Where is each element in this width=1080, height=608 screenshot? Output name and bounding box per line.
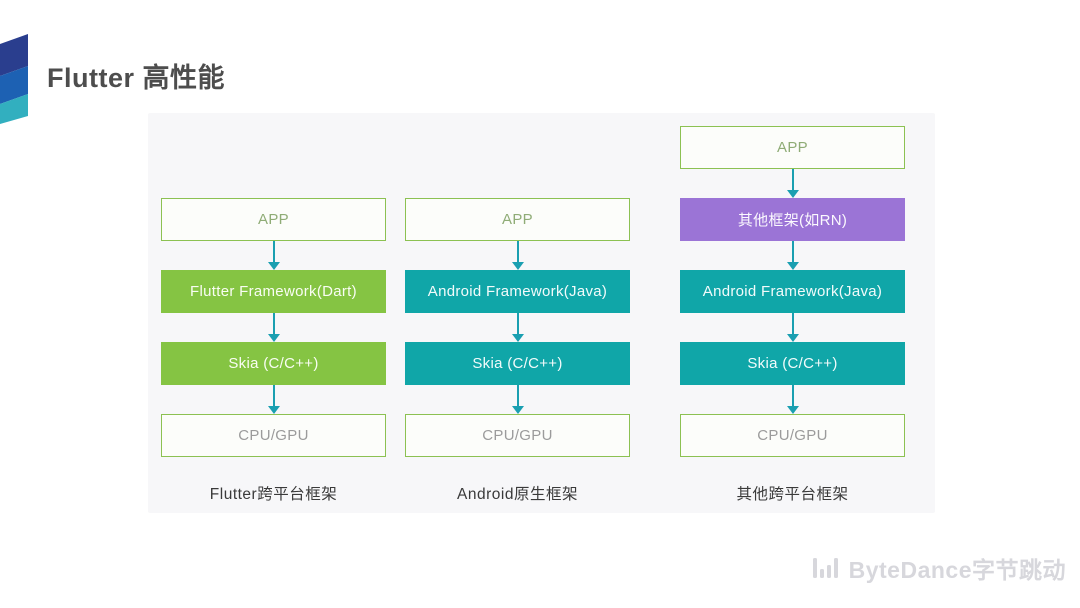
flow-down-arrow-icon [405,385,630,414]
diagram-box: Android Framework(Java) [405,270,630,313]
diagram-box: CPU/GPU [680,414,905,457]
diagram-box: APP [161,198,386,241]
diagram-box: Flutter Framework(Dart) [161,270,386,313]
flow-down-arrow-icon [680,313,905,342]
diagram-box: APP [680,126,905,169]
diagram-box: Android Framework(Java) [680,270,905,313]
flow-down-arrow-icon [405,313,630,342]
diagram-box: Skia (C/C++) [161,342,386,385]
column-label: Android原生框架 [457,486,578,503]
diagram-box: Skia (C/C++) [405,342,630,385]
column-label: 其他跨平台框架 [736,486,849,503]
cube-ribbon-icon [0,34,28,124]
diagram-box: CPU/GPU [405,414,630,457]
diagram-box: APP [405,198,630,241]
diagram-box: Skia (C/C++) [680,342,905,385]
flow-down-arrow-icon [161,385,386,414]
flow-down-arrow-icon [405,241,630,270]
diagram-box: CPU/GPU [161,414,386,457]
footer-brand: ByteDance字节跳动 [812,551,1066,585]
flow-down-arrow-icon [680,169,905,198]
diagram-box: 其他框架(如RN) [680,198,905,241]
diagram-panel: APP Flutter Framework(Dart) Skia (C/C++) CP… [148,113,935,513]
framework-column-1: APP Android Framework(Java) Skia (C/C++) CP… [405,126,630,457]
flow-down-arrow-icon [680,385,905,414]
flow-down-arrow-icon [161,241,386,270]
flow-down-arrow-icon [680,241,905,270]
bytedance-bars-icon [812,558,838,578]
flow-down-arrow-icon [161,313,386,342]
column-label: Flutter跨平台框架 [209,486,338,503]
framework-column-0: APP Flutter Framework(Dart) Skia (C/C++) CP… [161,126,386,457]
framework-column-2: APP 其他框架(如RN) Android Framework(Java) Skia … [680,126,905,457]
footer-brand-label: ByteDance字节跳动 [848,557,1066,583]
page-title: Flutter 高性能 [47,63,225,93]
